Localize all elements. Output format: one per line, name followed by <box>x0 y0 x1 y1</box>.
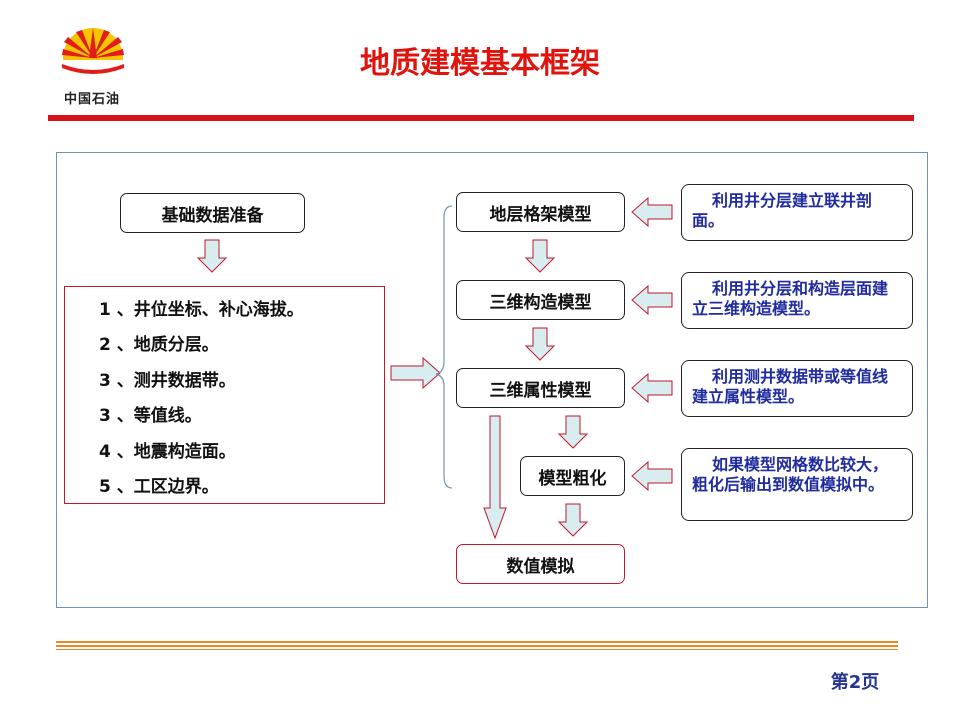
note-coarsen-text: 如果模型网格数比较大，粗化后输出到数值模拟中。 <box>692 455 889 494</box>
numerical-simulation-box: 数值模拟 <box>456 544 625 584</box>
note-property: 利用测井数据带或等值线建立属性模型。 <box>681 360 913 417</box>
petrochina-logo-icon <box>58 28 128 90</box>
note-coarsen: 如果模型网格数比较大，粗化后输出到数值模拟中。 <box>681 448 913 521</box>
company-logo <box>48 20 138 110</box>
footer-line-2 <box>56 645 898 647</box>
list-item: 3 、测井数据带。 <box>99 371 236 391</box>
arrow-right-list <box>390 356 441 390</box>
page-number: 第2页 <box>830 672 880 693</box>
page-title: 地质建模基本框架 <box>360 46 600 81</box>
logo-text: 中国石油 <box>63 92 120 107</box>
arrow-left-note-structure <box>631 284 673 316</box>
note-strata-text: 利用井分层建立联井剖面。 <box>692 191 873 230</box>
diagram-frame <box>56 152 928 608</box>
structure-model-label: 三维构造模型 <box>489 292 592 313</box>
footer-line-3 <box>56 649 898 650</box>
data-list: 1 、井位坐标、补心海拔。 2 、地质分层。 3 、测井数据带。 3 、等值线。… <box>64 286 385 504</box>
list-item: 1 、井位坐标、补心海拔。 <box>99 300 304 320</box>
note-strata: 利用井分层建立联井剖面。 <box>681 184 913 241</box>
arrow-down-structure <box>524 327 556 361</box>
group-brace <box>435 205 453 489</box>
property-model-label: 三维属性模型 <box>489 380 592 401</box>
note-property-text: 利用测井数据带或等值线建立属性模型。 <box>692 367 889 406</box>
arrow-down-property <box>557 415 589 449</box>
numerical-simulation-label: 数值模拟 <box>506 556 575 577</box>
arrow-down-long <box>483 415 507 540</box>
property-model-box: 三维属性模型 <box>456 368 625 408</box>
strata-model-box: 地层格架模型 <box>456 192 625 232</box>
arrow-left-note-coarsen <box>631 460 673 492</box>
coarsen-model-box: 模型粗化 <box>520 456 625 496</box>
list-item: 5 、工区边界。 <box>99 477 219 497</box>
title-divider <box>48 115 914 121</box>
strata-model-label: 地层格架模型 <box>489 204 592 225</box>
arrow-left-note-strata <box>631 196 673 228</box>
list-item: 3 、等值线。 <box>99 406 202 426</box>
arrow-left-note-property <box>631 372 673 404</box>
list-item: 2 、地质分层。 <box>99 335 219 355</box>
structure-model-box: 三维构造模型 <box>456 280 625 320</box>
coarsen-model-label: 模型粗化 <box>538 468 607 489</box>
footer-line-1 <box>56 641 898 643</box>
note-structure-text: 利用井分层和构造层面建立三维构造模型。 <box>692 279 889 318</box>
basic-data-label: 基础数据准备 <box>161 205 264 226</box>
arrow-down-basic-data <box>196 239 228 273</box>
basic-data-box: 基础数据准备 <box>120 193 305 233</box>
list-item: 4 、地震构造面。 <box>99 442 236 462</box>
arrow-down-strata <box>524 239 556 273</box>
arrow-down-coarsen <box>557 503 589 537</box>
note-structure: 利用井分层和构造层面建立三维构造模型。 <box>681 272 913 329</box>
